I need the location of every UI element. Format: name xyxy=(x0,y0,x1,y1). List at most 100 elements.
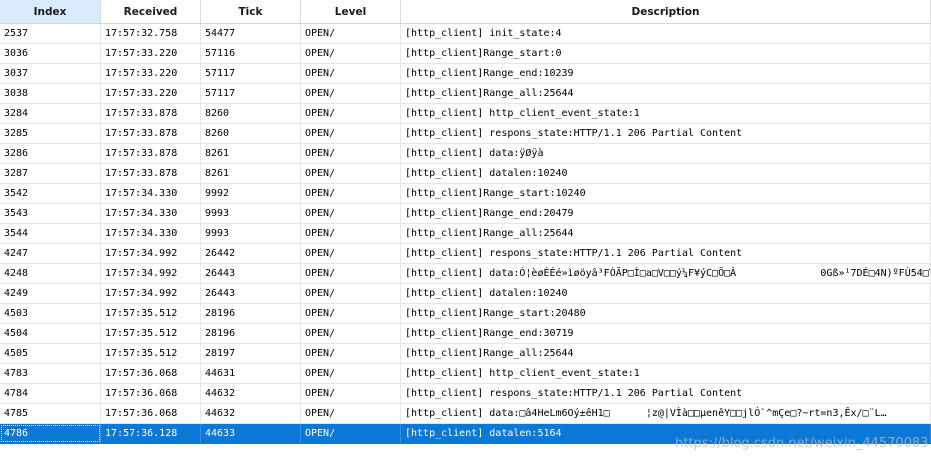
cell-received: 17:57:33.878 xyxy=(101,124,201,143)
cell-index: 4786 xyxy=(0,424,101,443)
cell-level: OPEN/ xyxy=(301,64,401,83)
cell-level: OPEN/ xyxy=(301,24,401,43)
cell-index: 2537 xyxy=(0,24,101,43)
cell-description: [http_client] datalen:5164 xyxy=(401,424,931,443)
cell-received: 17:57:36.068 xyxy=(101,364,201,383)
cell-description: [http_client] respons_state:HTTP/1.1 206… xyxy=(401,124,931,143)
cell-received: 17:57:35.512 xyxy=(101,324,201,343)
cell-received: 17:57:33.878 xyxy=(101,164,201,183)
cell-index: 4784 xyxy=(0,384,101,403)
cell-level: OPEN/ xyxy=(301,124,401,143)
cell-description: [http_client]Range_start:20480 xyxy=(401,304,931,323)
cell-tick: 57117 xyxy=(201,84,301,103)
cell-description: [http_client] init_state:4 xyxy=(401,24,931,43)
table-header: Index Received Tick Level Description xyxy=(0,0,931,24)
cell-level: OPEN/ xyxy=(301,264,401,283)
cell-index: 4503 xyxy=(0,304,101,323)
cell-level: OPEN/ xyxy=(301,364,401,383)
cell-index: 4783 xyxy=(0,364,101,383)
cell-description: [http_client]Range_end:30719 xyxy=(401,324,931,343)
cell-tick: 26443 xyxy=(201,284,301,303)
column-header-description[interactable]: Description xyxy=(401,0,931,23)
cell-index: 4249 xyxy=(0,284,101,303)
cell-index: 3038 xyxy=(0,84,101,103)
cell-received: 17:57:34.992 xyxy=(101,264,201,283)
cell-description: [http_client]Range_end:10239 xyxy=(401,64,931,83)
cell-level: OPEN/ xyxy=(301,104,401,123)
cell-index: 3542 xyxy=(0,184,101,203)
cell-description: [http_client]Range_start:10240 xyxy=(401,184,931,203)
cell-tick: 28196 xyxy=(201,304,301,323)
cell-received: 17:57:34.330 xyxy=(101,204,201,223)
cell-description: [http_client]Range_all:25644 xyxy=(401,224,931,243)
cell-level: OPEN/ xyxy=(301,224,401,243)
cell-level: OPEN/ xyxy=(301,384,401,403)
column-header-tick[interactable]: Tick xyxy=(201,0,301,23)
cell-index: 4247 xyxy=(0,244,101,263)
column-header-index[interactable]: Index xyxy=(0,0,101,23)
cell-description: [http_client] respons_state:HTTP/1.1 206… xyxy=(401,244,931,263)
cell-received: 17:57:35.512 xyxy=(101,304,201,323)
cell-level: OPEN/ xyxy=(301,244,401,263)
cell-index: 4505 xyxy=(0,344,101,363)
cell-tick: 8260 xyxy=(201,124,301,143)
cell-description: [http_client]Range_end:20479 xyxy=(401,204,931,223)
cell-index: 3036 xyxy=(0,44,101,63)
column-header-level[interactable]: Level xyxy=(301,0,401,23)
cell-received: 17:57:35.512 xyxy=(101,344,201,363)
cell-description: [http_client] data:ÿØÿà xyxy=(401,144,931,163)
cell-tick: 57116 xyxy=(201,44,301,63)
cell-tick: 44632 xyxy=(201,404,301,423)
cell-level: OPEN/ xyxy=(301,44,401,63)
cell-level: OPEN/ xyxy=(301,164,401,183)
cell-received: 17:57:36.128 xyxy=(101,424,201,443)
cell-received: 17:57:34.992 xyxy=(101,244,201,263)
cell-received: 17:57:34.992 xyxy=(101,284,201,303)
cell-level: OPEN/ xyxy=(301,144,401,163)
cell-received: 17:57:33.878 xyxy=(101,104,201,123)
cell-description: [http_client] respons_state:HTTP/1.1 206… xyxy=(401,384,931,403)
cell-level: OPEN/ xyxy=(301,184,401,203)
cell-tick: 44632 xyxy=(201,384,301,403)
cell-description: [http_client] datalen:10240 xyxy=(401,164,931,183)
cell-index: 3287 xyxy=(0,164,101,183)
cell-tick: 57117 xyxy=(201,64,301,83)
cell-description: [http_client] http_client_event_state:1 xyxy=(401,104,931,123)
cell-received: 17:57:34.330 xyxy=(101,224,201,243)
cell-index: 3543 xyxy=(0,204,101,223)
cell-index: 3544 xyxy=(0,224,101,243)
cell-received: 17:57:36.068 xyxy=(101,404,201,423)
cell-index: 4785 xyxy=(0,404,101,423)
cell-description: [http_client]Range_all:25644 xyxy=(401,84,931,103)
column-header-received[interactable]: Received xyxy=(101,0,201,23)
cell-description: [http_client]Range_all:25644 xyxy=(401,344,931,363)
cell-tick: 8261 xyxy=(201,164,301,183)
cell-index: 3037 xyxy=(0,64,101,83)
cell-index: 4248 xyxy=(0,264,101,283)
cell-tick: 9993 xyxy=(201,224,301,243)
cell-level: OPEN/ xyxy=(301,404,401,423)
cell-index: 4504 xyxy=(0,324,101,343)
